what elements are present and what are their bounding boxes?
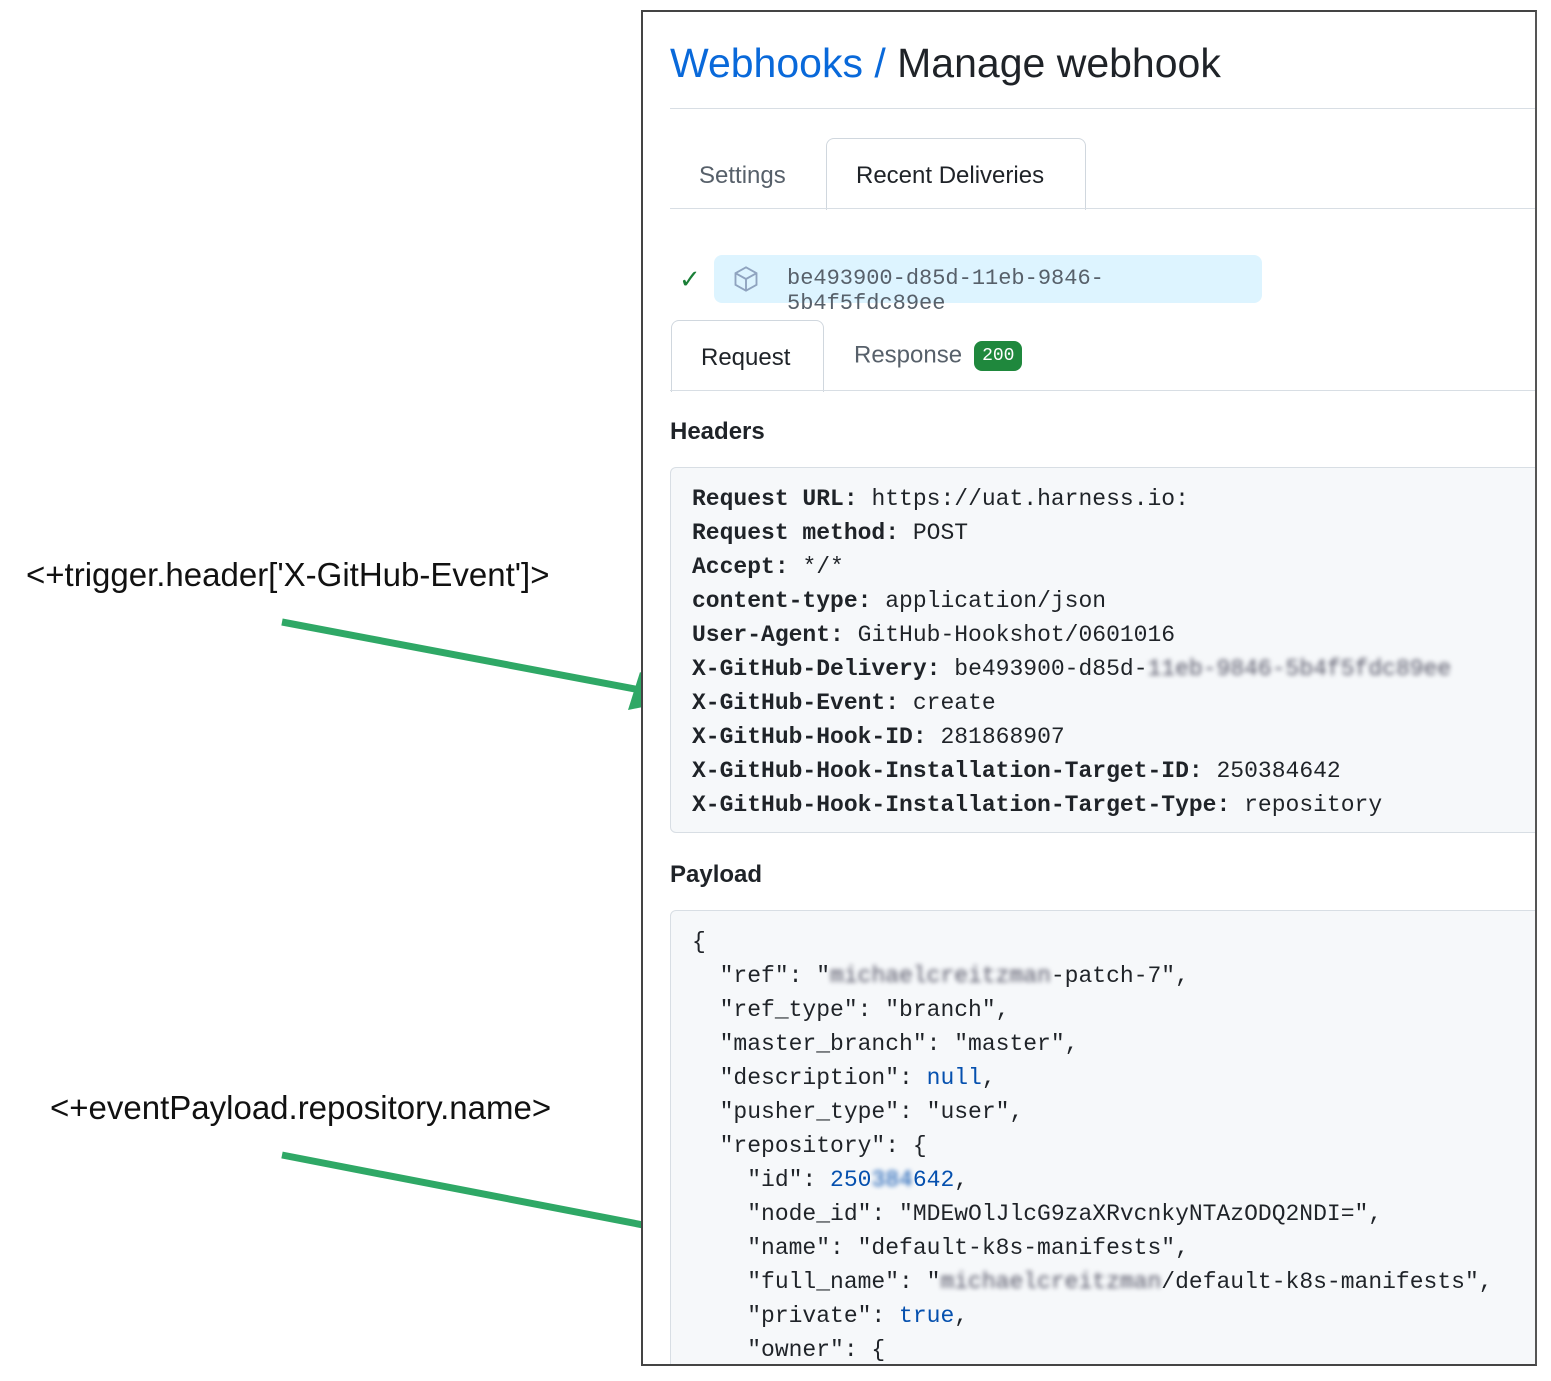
tab-recent-deliveries-label: Recent Deliveries	[856, 162, 1045, 189]
package-icon	[734, 266, 758, 292]
header-key: Accept:	[692, 554, 789, 580]
breadcrumb-webhooks-link[interactable]: Webhooks	[670, 40, 863, 86]
header-row: content-type: application/json	[692, 584, 1523, 618]
arrow-to-event-header	[281, 618, 682, 710]
header-key: X-GitHub-Hook-Installation-Target-ID:	[692, 758, 1203, 784]
payload-line: {	[692, 929, 706, 955]
payload-code-block: { "ref": "michaelcreitzman-patch-7", "re…	[670, 910, 1535, 1364]
header-row: X-GitHub-Delivery: be493900-d85d-11eb-98…	[692, 652, 1523, 686]
header-row: X-GitHub-Hook-Installation-Target-ID: 25…	[692, 754, 1523, 788]
header-value: application/json	[885, 588, 1107, 614]
payload-line-node-id: "node_id": "MDEwOlJlcG9zaXRvcnkyNTAzODQ2…	[692, 1201, 1383, 1227]
payload-line-full-name: "full_name": "michaelcreitzman/default-k…	[692, 1269, 1493, 1295]
breadcrumb-separator: /	[862, 40, 898, 86]
headers-code-block: Request URL: https://uat.harness.io:Requ…	[670, 467, 1535, 833]
response-status-badge: 200	[974, 341, 1023, 371]
header-key: content-type:	[692, 588, 872, 614]
delivery-guid-button[interactable]: be493900-d85d-11eb-9846-5b4f5fdc89ee	[714, 255, 1262, 316]
tab-response-label: Response	[854, 341, 963, 369]
annotation-repo-name: <+eventPayload.repository.name>	[50, 1089, 552, 1126]
payload-line-private: "private": true,	[692, 1303, 969, 1329]
payload-line-master-branch: "master_branch": "master",	[692, 1031, 1079, 1057]
payload-line-ref: "ref": "michaelcreitzman-patch-7",	[692, 963, 1189, 989]
header-key: X-GitHub-Hook-Installation-Target-Type:	[692, 792, 1231, 818]
header-value: be493900-d85d-	[954, 656, 1148, 682]
annotation-event-header: <+trigger.header['X-GitHub-Event']>	[26, 556, 550, 593]
header-value: */*	[802, 554, 844, 580]
header-row: Accept: */*	[692, 550, 1523, 584]
header-value: repository	[1244, 792, 1383, 818]
redacted-text: michaelcreitzman	[830, 963, 1051, 989]
payload-heading: Payload	[670, 861, 763, 888]
header-row: X-GitHub-Hook-Installation-Target-Type: …	[692, 788, 1523, 822]
header-key: X-GitHub-Delivery:	[692, 656, 941, 682]
tab-response[interactable]: Response 200	[854, 341, 1023, 371]
header-value: GitHub-Hookshot/0601016	[857, 622, 1176, 648]
payload-line-repository: "repository": {	[692, 1133, 927, 1159]
payload-line-description: "description": null,	[692, 1065, 996, 1091]
header-row: Request method: POST	[692, 516, 1523, 550]
header-row: User-Agent: GitHub-Hookshot/0601016	[692, 618, 1523, 652]
sub-tabs-divider	[670, 390, 1535, 391]
payload-line-name: "name": "default-k8s-manifests",	[692, 1235, 1189, 1261]
tabs-divider	[670, 208, 1535, 209]
redacted-text: michaelcreitzman	[940, 1269, 1162, 1295]
delivery-guid: be493900-d85d-11eb-9846-5b4f5fdc89ee	[787, 266, 1104, 316]
redacted-text: 384	[871, 1167, 913, 1193]
check-icon: ✓	[679, 264, 701, 294]
header-value: 281868907	[940, 724, 1065, 750]
header-row: Request URL: https://uat.harness.io:	[692, 482, 1523, 516]
header-key: X-GitHub-Event:	[692, 690, 900, 716]
header-value: https://uat.harness.io:	[871, 486, 1189, 512]
header-key: User-Agent:	[692, 622, 844, 648]
header-key: Request URL:	[692, 486, 858, 512]
page-title: Webhooks / Manage webhook	[670, 40, 1221, 87]
tab-settings[interactable]: Settings	[699, 162, 786, 189]
divider	[670, 108, 1535, 109]
header-row: X-GitHub-Event: create	[692, 686, 1523, 720]
payload-line-owner: "owner": {	[692, 1337, 886, 1363]
header-value: create	[912, 690, 996, 716]
header-row: X-GitHub-Hook-ID: 281868907	[692, 720, 1523, 754]
payload-line-pusher-type: "pusher_type": "user",	[692, 1099, 1024, 1125]
header-value: POST	[912, 520, 969, 546]
headers-heading: Headers	[670, 418, 765, 445]
payload-line-ref-type: "ref_type": "branch",	[692, 997, 1010, 1023]
tab-request[interactable]: Request	[671, 320, 824, 392]
redacted-text: 11eb-9846-5b4f5fdc89ee	[1147, 656, 1452, 682]
tab-request-label: Request	[701, 344, 791, 371]
manage-webhook-panel: Webhooks / Manage webhook Settings Recen…	[641, 10, 1537, 1366]
page-title-text: Manage webhook	[897, 40, 1221, 86]
header-key: Request method:	[692, 520, 900, 546]
tab-recent-deliveries[interactable]: Recent Deliveries	[826, 138, 1086, 210]
header-value: 250384642	[1216, 758, 1341, 784]
payload-line-id: "id": 250384642,	[692, 1167, 969, 1193]
header-key: X-GitHub-Hook-ID:	[692, 724, 927, 750]
